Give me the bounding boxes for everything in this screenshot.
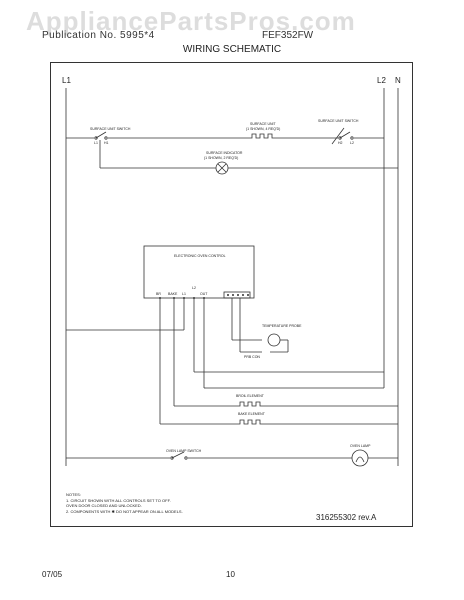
surface-indicator-label: SURFACE INDICATOR: [206, 151, 243, 155]
footer-page-number: 10: [226, 570, 235, 579]
temperature-probe-label: TEMPERATURE PROBE: [262, 324, 302, 328]
rail-label-n: N: [395, 76, 401, 85]
note-2: 2. COMPONENTS WITH ✱ DO NOT APPEAR ON AL…: [66, 508, 183, 514]
terminal-br: BR: [156, 292, 161, 296]
oven-lamp-label: OVEN LAMP: [350, 444, 371, 448]
part-number: 316255302 rev.A: [316, 513, 377, 522]
oven-control-box: [143, 245, 255, 299]
temperature-probe: [267, 333, 281, 347]
oven-lamp-switch-label: OVEN LAMP SWITCH: [166, 449, 202, 453]
switch-terminal-l1: L1: [94, 141, 98, 145]
publication-number: Publication No. 5995*4: [42, 30, 155, 41]
notes-heading: NOTES:: [66, 492, 81, 497]
surface-indicator-sub-label: (1 SHOWN, 2 REQ'D): [204, 156, 239, 160]
oven-control-label: ELECTRONIC OVEN CONTROL: [174, 254, 226, 258]
footer-date: 07/05: [42, 570, 63, 579]
rail-label-l1: L1: [62, 76, 71, 85]
surface-switch-left-label: SURFACE UNIT SWITCH: [90, 127, 131, 131]
page-title: WIRING SCHEMATIC: [182, 44, 282, 55]
surface-unit-element: [248, 133, 276, 139]
oven-lamp: [351, 449, 369, 467]
bake-element-coil: [236, 419, 264, 425]
model-number: FEF352FW: [262, 30, 314, 41]
surface-unit-sub-label: (1 SHOWN, 4 REQ'D): [246, 127, 281, 131]
broil-element-coil: [236, 401, 264, 407]
switch-terminal-h1: H1: [104, 141, 109, 145]
broil-element-label: BROIL ELEMENT: [236, 394, 264, 398]
note-1b: OVEN DOOR CLOSED AND UNLOCKED.: [66, 503, 142, 508]
terminal-out: OUT: [200, 292, 208, 296]
surface-unit-label: SURFACE UNIT: [250, 122, 276, 126]
probe-connector-label: PRB CON: [244, 355, 260, 359]
switch-terminal-h2: H2: [338, 141, 343, 145]
terminal-l1: L1: [182, 292, 186, 296]
bake-element-label: BAKE ELEMENT: [238, 412, 265, 416]
note-1: 1. CIRCUIT SHOWN WITH ALL CONTROLS SET T…: [66, 497, 171, 503]
rail-label-l2: L2: [377, 76, 386, 85]
notes-block: NOTES: 1. CIRCUIT SHOWN WITH ALL CONTROL…: [66, 492, 183, 514]
switch-terminal-l2: L2: [350, 141, 354, 145]
terminal-bake: BAKE: [168, 292, 178, 296]
terminal-l2: L2: [192, 286, 196, 290]
watermark: AppliancePartsPros.com: [26, 6, 356, 36]
surface-switch-right-label: SURFACE UNIT SWITCH: [318, 119, 359, 123]
schematic-frame: [50, 62, 413, 527]
